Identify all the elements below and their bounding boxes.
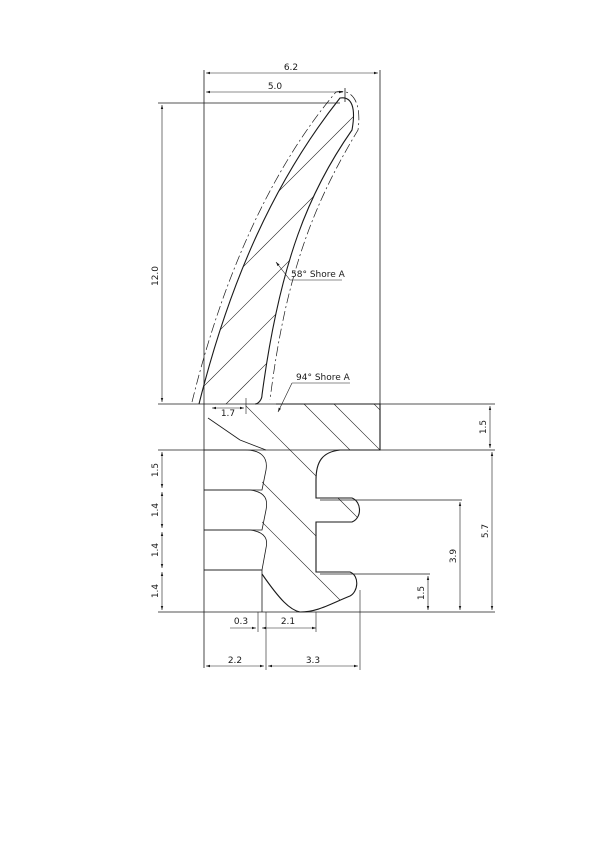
- dim-rib-4: 1.4: [151, 584, 161, 599]
- dim-groove-depth-2: 1.5: [417, 586, 427, 600]
- dim-body-height: 5.7: [481, 524, 491, 538]
- dimension-lines: [160, 71, 494, 670]
- dim-top-thickness: 1.5: [479, 420, 489, 434]
- dim-lip-base: 1.7: [221, 409, 235, 419]
- dim-base-right: 3.3: [306, 656, 320, 666]
- dim-base-left: 2.2: [228, 656, 242, 666]
- dimension-labels: 6.2 5.0 12.0 1.7 1.5 5.7 3.9 1.5 1.5 1.4…: [151, 63, 491, 666]
- hard-carrier: [204, 403, 462, 613]
- dim-gap: 2.1: [281, 617, 295, 627]
- dim-overall-width: 6.2: [284, 63, 298, 73]
- label-hard-material: 94° Shore A: [296, 373, 351, 383]
- dim-offset: 0.3: [234, 617, 248, 627]
- dim-groove-depth-1: 3.9: [449, 549, 459, 564]
- dim-lip-height: 12.0: [151, 266, 161, 286]
- dim-lip-width: 5.0: [268, 82, 283, 92]
- dim-rib-2: 1.4: [151, 503, 161, 518]
- label-soft-material: 58° Shore A: [291, 270, 346, 280]
- left-ribs: [204, 417, 267, 612]
- dim-rib-1: 1.5: [151, 463, 161, 477]
- material-callouts: 58° Shore A 94° Shore A: [275, 261, 351, 413]
- dim-rib-3: 1.4: [151, 543, 161, 558]
